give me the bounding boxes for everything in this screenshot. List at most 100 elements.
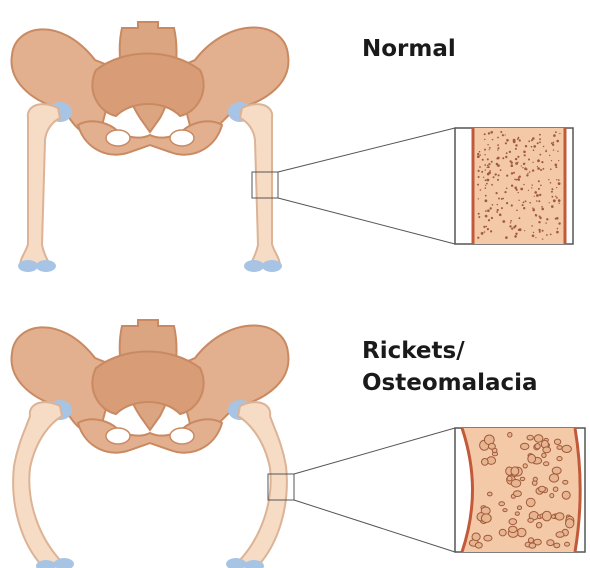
bone-pore bbox=[490, 207, 492, 209]
bone-pore bbox=[528, 518, 534, 522]
bone-pore bbox=[511, 164, 514, 167]
bone-pore bbox=[485, 195, 487, 197]
bone-pore bbox=[537, 167, 540, 170]
bone-pore bbox=[539, 194, 541, 196]
bone-pore bbox=[506, 139, 509, 142]
bone-pore bbox=[513, 172, 515, 174]
bone-pore bbox=[526, 498, 535, 506]
bone-pore bbox=[488, 219, 490, 221]
bone-pore bbox=[536, 200, 538, 202]
bone-pore bbox=[541, 208, 544, 211]
rickets-label-line-1: Rickets/ bbox=[362, 335, 538, 367]
bone-pore bbox=[487, 167, 488, 168]
normal-zoom-line-bottom bbox=[278, 198, 455, 244]
bone-pore bbox=[533, 232, 534, 233]
bone-pore bbox=[537, 166, 538, 167]
bone-pore bbox=[519, 139, 521, 141]
bone-pore bbox=[489, 149, 490, 150]
bone-pore bbox=[523, 202, 525, 204]
bone-pore bbox=[556, 197, 558, 199]
bone-pore bbox=[533, 477, 537, 481]
bone-pore bbox=[555, 166, 557, 168]
bone-pore bbox=[484, 133, 486, 135]
bone-pore bbox=[541, 206, 543, 208]
bone-pore bbox=[511, 467, 519, 475]
bone-pore bbox=[486, 226, 488, 228]
bone-pore bbox=[555, 196, 556, 197]
bone-pore bbox=[558, 199, 561, 202]
bone-pore bbox=[552, 189, 554, 191]
bone-pore bbox=[518, 192, 519, 193]
bone-pore bbox=[520, 477, 525, 480]
bone-pore bbox=[553, 134, 556, 137]
bone-pore bbox=[557, 457, 562, 461]
bone-pore bbox=[538, 180, 540, 182]
bone-pore bbox=[562, 445, 571, 452]
bone-pore bbox=[513, 491, 521, 497]
bone-pore bbox=[485, 210, 487, 212]
bone-pore bbox=[558, 182, 561, 185]
bone-pore bbox=[515, 225, 516, 226]
bone-pore bbox=[563, 480, 568, 484]
bone-pore bbox=[550, 182, 552, 184]
bone-pore bbox=[536, 523, 541, 528]
bone-pore bbox=[565, 542, 570, 546]
bone-pore bbox=[558, 179, 560, 181]
bone-pore bbox=[487, 158, 489, 160]
bone-pore bbox=[532, 162, 533, 163]
bone-pore bbox=[529, 171, 531, 173]
bone-pore bbox=[535, 237, 536, 238]
bone-pore bbox=[523, 464, 527, 468]
bone-pore bbox=[497, 179, 499, 181]
bone-pore bbox=[522, 204, 524, 206]
bone-pore bbox=[536, 194, 539, 197]
bone-pore bbox=[549, 474, 558, 482]
bone-pore bbox=[539, 486, 546, 492]
bone-pore bbox=[511, 480, 521, 488]
bone-pore bbox=[492, 204, 494, 206]
bone-pore bbox=[538, 229, 540, 231]
bone-pore bbox=[511, 172, 513, 174]
bone-pore bbox=[549, 155, 550, 156]
bone-pore bbox=[518, 179, 520, 181]
bone-pore bbox=[553, 487, 558, 491]
bone-pore bbox=[487, 209, 490, 212]
bone-pore bbox=[486, 183, 488, 185]
bone-pore bbox=[508, 433, 512, 438]
bone-pore bbox=[489, 147, 491, 149]
bone-pore bbox=[538, 188, 540, 190]
rickets-label: Rickets/ Osteomalacia bbox=[362, 335, 538, 399]
bone-pore bbox=[535, 444, 540, 449]
normal-label: Normal bbox=[362, 36, 456, 62]
bone-pore bbox=[517, 139, 518, 140]
bone-pore bbox=[491, 161, 493, 163]
bone-pore bbox=[548, 179, 549, 180]
bone-pore bbox=[505, 236, 508, 239]
bone-pore bbox=[517, 506, 521, 510]
rickets-pelvis-illustration bbox=[12, 320, 289, 568]
bone-pore bbox=[524, 230, 525, 231]
bone-pore bbox=[555, 513, 564, 520]
bone-pore bbox=[490, 131, 493, 134]
bone-pore bbox=[504, 191, 506, 193]
bone-pore bbox=[534, 191, 537, 194]
bone-pore bbox=[528, 159, 530, 161]
bone-pore bbox=[517, 162, 518, 163]
bone-pore bbox=[491, 217, 493, 219]
bone-pore bbox=[496, 158, 498, 160]
rickets-bone-cross-section bbox=[455, 428, 585, 552]
bone-pore bbox=[554, 439, 560, 444]
bone-pore bbox=[559, 203, 560, 204]
bone-pore bbox=[497, 164, 500, 167]
bone-pore bbox=[545, 222, 546, 223]
bone-pore bbox=[523, 151, 526, 154]
bone-pore bbox=[532, 137, 535, 140]
bone-pore bbox=[501, 207, 503, 209]
bone-pore bbox=[511, 204, 513, 206]
bone-pore bbox=[509, 151, 511, 153]
bone-pore bbox=[537, 159, 540, 162]
bone-pore bbox=[498, 198, 499, 199]
bone-pore bbox=[511, 228, 513, 230]
bone-pore bbox=[555, 164, 558, 167]
bone-pore bbox=[556, 217, 559, 220]
